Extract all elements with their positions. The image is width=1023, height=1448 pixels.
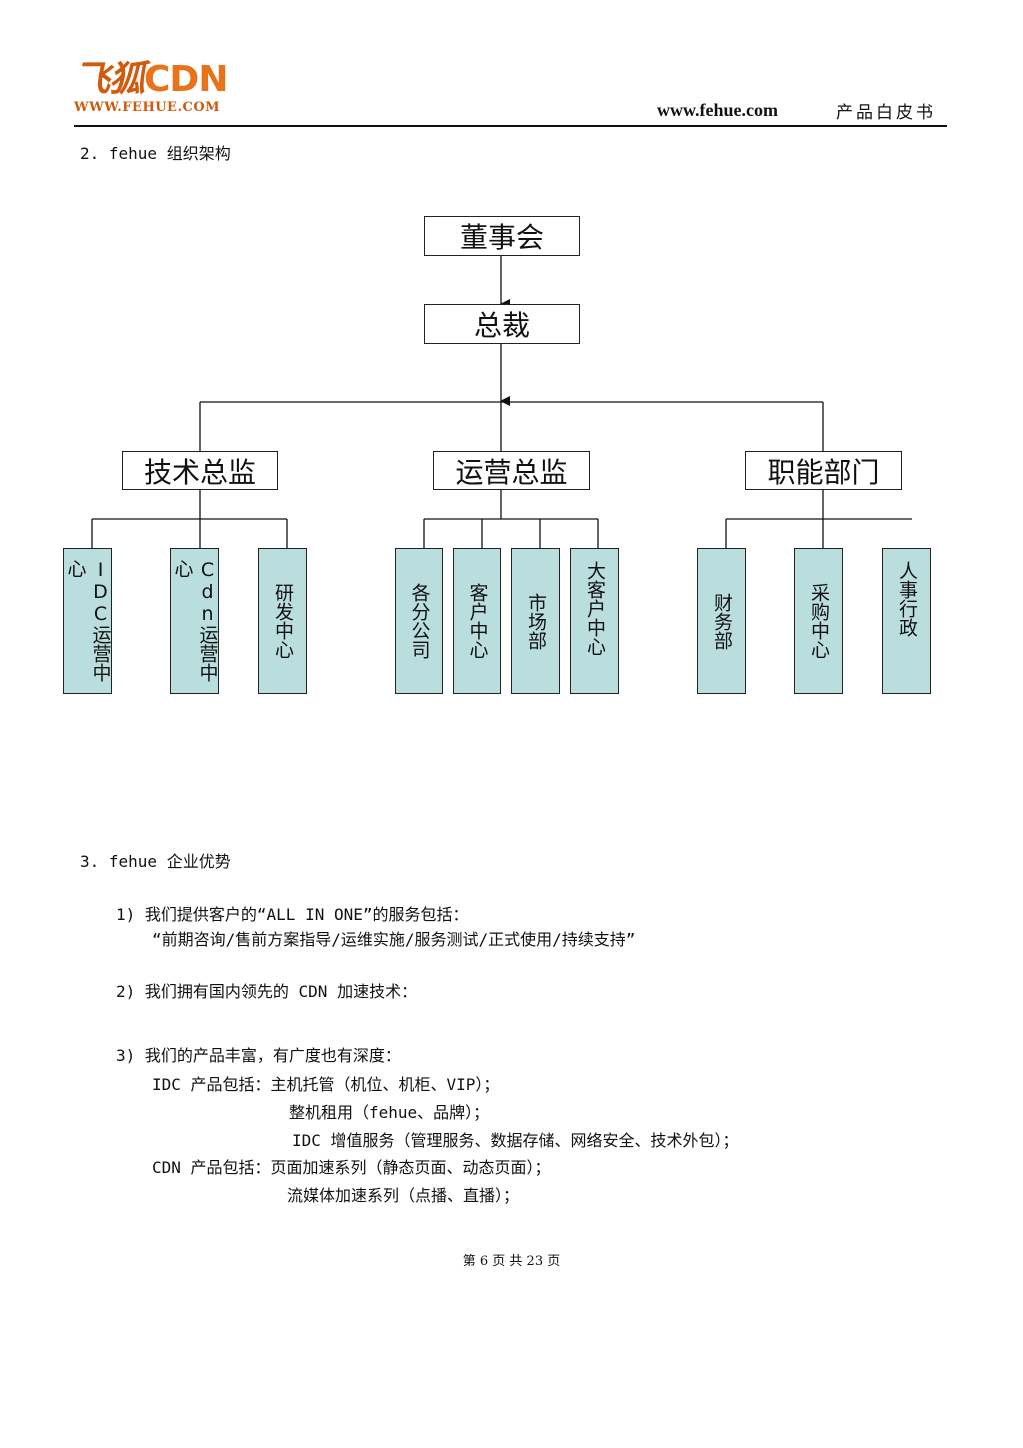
org-node-ops-director: 运营总监 — [433, 451, 590, 490]
advantage-item-2: 2) 我们拥有国内领先的 CDN 加速技术： — [116, 982, 418, 1001]
header-divider — [74, 125, 947, 127]
section2-heading: 2. fehue 组织架构 — [80, 144, 231, 163]
header-doc-title: 产品白皮书 — [836, 103, 936, 123]
org-leaf-marketing: 市场部 — [511, 548, 560, 694]
cdn-products-line-2: 流媒体加速系列（点播、直播）； — [287, 1186, 520, 1205]
org-leaf-procurement: 采购中心 — [794, 548, 843, 694]
section3-heading: 3. fehue 企业优势 — [80, 852, 231, 871]
org-leaf-finance: 财务部 — [697, 548, 746, 694]
idc-products-line-1: IDC 产品包括：主机托管（机位、机柜、VIP）； — [152, 1075, 500, 1094]
org-leaf-hr-admin: 人事行政 — [882, 548, 931, 694]
org-leaf-branches: 各分公司 — [395, 548, 443, 694]
org-node-functional-depts: 职能部门 — [745, 451, 902, 490]
page-number: 第 6 页 共 23 页 — [462, 1254, 561, 1269]
idc-products-line-3: IDC 增值服务（管理服务、数据存储、网络安全、技术外包）； — [292, 1131, 739, 1150]
org-node-ceo: 总裁 — [424, 304, 580, 344]
logo-url-text: WWW.FEHUE.COM — [74, 100, 221, 115]
idc-products-line-2: 整机租用（fehue、品牌）； — [289, 1103, 490, 1122]
logo-brand-chars: 飞狐 — [74, 59, 145, 100]
org-leaf-key-accounts: 大客户中心 — [570, 548, 619, 694]
company-logo: 飞狐CDN WWW.FEHUE.COM — [74, 62, 244, 118]
org-node-board: 董事会 — [424, 216, 580, 256]
cdn-products-line-1: CDN 产品包括：页面加速系列（静态页面、动态页面）； — [152, 1158, 551, 1177]
logo-wordmark: 飞狐CDN — [74, 62, 244, 98]
advantage-item-1: 1) 我们提供客户的“ALL IN ONE”的服务包括： — [116, 905, 469, 924]
org-leaf-cdn-ops: Cdn运营中心 — [170, 548, 219, 694]
org-node-tech-director: 技术总监 — [122, 451, 278, 490]
org-leaf-idc-ops: IDC运营中心 — [63, 548, 112, 694]
advantage-item-1-detail: “前期咨询/售前方案指导/运维实施/服务测试/正式使用/持续支持” — [152, 930, 636, 949]
advantage-item-3: 3) 我们的产品丰富，有广度也有深度： — [116, 1046, 401, 1065]
logo-cdn-text: CDN — [144, 59, 228, 100]
org-chart: 董事会 总裁 技术总监 运营总监 职能部门 IDC运营中心 Cdn运营中心 研发… — [63, 216, 931, 694]
org-chart-connectors — [91, 256, 912, 548]
org-leaf-rnd: 研发中心 — [258, 548, 307, 694]
org-leaf-customer-center: 客户中心 — [453, 548, 501, 694]
header-site-url: www.fehue.com — [657, 100, 778, 120]
